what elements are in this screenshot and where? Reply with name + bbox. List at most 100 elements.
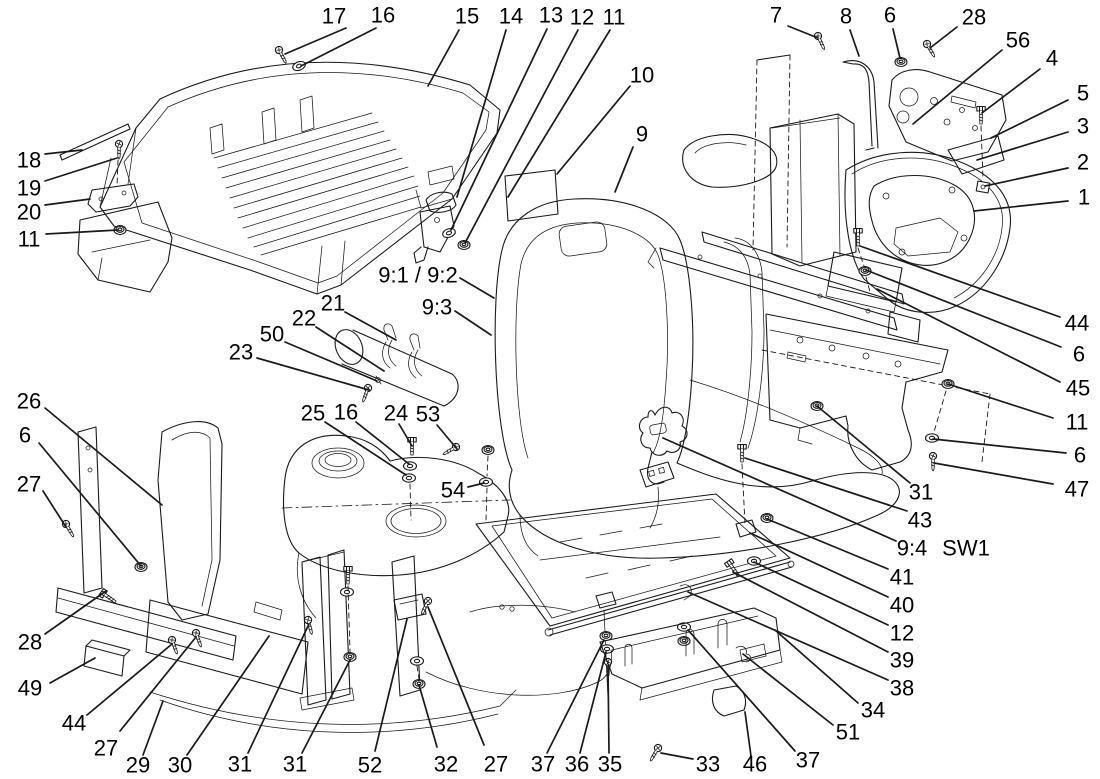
callout-13: 13 xyxy=(539,3,563,28)
seat-rails xyxy=(647,231,921,343)
callout-49: 49 xyxy=(18,676,42,701)
callout-41: 41 xyxy=(890,565,914,590)
leader-line xyxy=(579,651,607,754)
leader-line xyxy=(454,310,492,336)
callout-44: 44 xyxy=(1065,311,1089,336)
callout-11: 11 xyxy=(1066,410,1089,435)
callout-50: 50 xyxy=(260,322,284,347)
leader-line xyxy=(507,29,611,198)
leader-line xyxy=(45,229,119,235)
callout-53: 53 xyxy=(416,402,440,427)
leader-line xyxy=(427,606,485,746)
callout-52: 52 xyxy=(358,753,382,778)
canister xyxy=(334,323,459,407)
console-assembly xyxy=(682,30,1012,313)
leader-line xyxy=(753,561,889,626)
leader-line xyxy=(546,639,605,754)
seat-switch xyxy=(638,406,688,529)
leader-line xyxy=(614,146,634,193)
leader-line xyxy=(436,424,458,450)
leader-line xyxy=(427,29,460,87)
leader-line xyxy=(892,28,901,59)
rear-frame xyxy=(55,421,517,733)
leader-line xyxy=(119,636,197,732)
callout-16: 16 xyxy=(334,400,358,425)
leader-line xyxy=(86,643,173,716)
callout-22: 22 xyxy=(292,306,316,331)
leader-line xyxy=(464,29,579,244)
callout-27: 27 xyxy=(17,472,41,497)
side-bracket xyxy=(761,313,991,472)
callout-27: 27 xyxy=(484,752,508,777)
leader-line xyxy=(315,326,385,372)
leader-line xyxy=(450,28,548,231)
callout-5: 5 xyxy=(1077,81,1089,106)
leader-line xyxy=(766,518,889,570)
leader-line xyxy=(607,665,610,754)
leader-line xyxy=(660,752,694,760)
callout-16: 16 xyxy=(371,3,395,28)
callout-9-4: 9:4 xyxy=(897,536,928,561)
leader-line xyxy=(467,482,485,488)
leader-line xyxy=(787,25,819,39)
leader-line xyxy=(976,131,1069,161)
callout-37: 37 xyxy=(531,752,555,777)
callout-12: 12 xyxy=(890,621,914,646)
callout-3: 3 xyxy=(1077,114,1089,139)
leader-line xyxy=(459,277,495,299)
leader-line xyxy=(44,407,163,506)
bed-fasteners xyxy=(273,44,308,73)
callout-31: 31 xyxy=(228,752,252,777)
leader-line xyxy=(49,657,96,684)
leader-line xyxy=(186,635,270,756)
leader-line xyxy=(284,341,378,382)
callout-47: 47 xyxy=(1065,477,1089,502)
support-channel xyxy=(301,549,351,706)
callout-51: 51 xyxy=(836,720,860,745)
leader-line xyxy=(859,245,1061,318)
callout-4: 4 xyxy=(1046,46,1058,71)
leader-line xyxy=(947,383,1054,419)
leader-line xyxy=(744,457,908,512)
callout-14: 14 xyxy=(499,4,523,29)
callout-39: 39 xyxy=(890,648,914,673)
callout-31: 31 xyxy=(909,480,933,505)
leader-line xyxy=(687,591,889,681)
leader-line xyxy=(929,26,958,49)
leader-line xyxy=(990,99,1069,139)
latch-bracket xyxy=(413,191,471,264)
leader-line xyxy=(876,288,1061,383)
rear-panel xyxy=(145,599,309,695)
callout-30: 30 xyxy=(168,753,192,778)
callout-56: 56 xyxy=(1006,28,1030,53)
lower-plate xyxy=(947,135,1005,175)
leader-line xyxy=(744,711,752,757)
callout-11: 11 xyxy=(18,227,41,252)
callout-26: 26 xyxy=(17,389,41,414)
leader-line xyxy=(284,27,347,55)
leader-line xyxy=(418,684,438,748)
bed-floor-ribs xyxy=(213,112,422,256)
leader-line xyxy=(849,29,860,57)
leader-line xyxy=(774,629,859,704)
callout-36: 36 xyxy=(565,752,589,777)
leader-line xyxy=(556,85,631,175)
leader-line xyxy=(44,149,83,155)
leader-line xyxy=(44,157,118,182)
callout-21: 21 xyxy=(321,291,345,316)
leader-line xyxy=(300,27,377,67)
callout-SW1: SW1 xyxy=(942,536,990,561)
leader-line xyxy=(981,68,1041,114)
leader-line xyxy=(344,311,397,341)
callout-35: 35 xyxy=(598,752,622,777)
leader-line xyxy=(742,653,834,726)
leader-line xyxy=(38,442,142,567)
callout-11: 11 xyxy=(603,5,626,30)
callout-54: 54 xyxy=(441,478,465,503)
callout-24: 24 xyxy=(384,401,408,426)
leader-line xyxy=(42,490,67,528)
lower-bracket xyxy=(425,604,783,764)
